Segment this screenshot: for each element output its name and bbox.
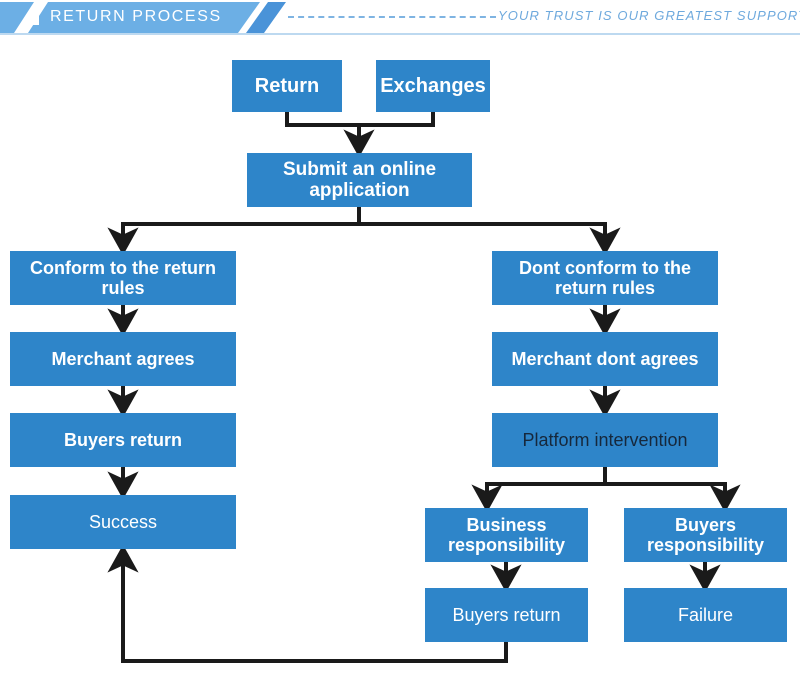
node-conform-return-rules[interactable]: Conform to the return rules [10,251,236,305]
header-dashed-line [288,16,496,18]
node-failure[interactable]: Failure [624,588,787,642]
node-buyers-return-right[interactable]: Buyers return [425,588,588,642]
edge-submit-to-conform [107,207,361,256]
node-buyers-return-left[interactable]: Buyers return [10,413,236,467]
node-platform-intervention[interactable]: Platform intervention [492,413,718,467]
node-business-responsibility[interactable]: Business responsibility [425,508,588,562]
node-buyers-responsibility[interactable]: Buyers responsibility [624,508,787,562]
header-divider [0,33,800,35]
node-dont-conform-return-rules[interactable]: Dont conform to the return rules [492,251,718,305]
header-tagline: YOUR TRUST IS OUR GREATEST SUPPORT [498,8,800,23]
banner-bullet-icon [33,10,39,25]
edge-exchanges-to-merge [359,112,435,127]
node-merchant-dont-agrees[interactable]: Merchant dont agrees [492,332,718,386]
edge-submit-to-dont-conform [359,222,621,256]
node-submit-application[interactable]: Submit an online application [247,153,472,207]
edge-platform-to-business-resp [471,467,607,513]
node-return[interactable]: Return [232,60,342,112]
node-exchanges[interactable]: Exchanges [376,60,490,112]
edge-return-to-submit [285,112,375,158]
node-success[interactable]: Success [10,495,236,549]
page-header: RETURN PROCESS YOUR TRUST IS OUR GREATES… [0,0,800,35]
page-title: RETURN PROCESS [50,8,222,25]
node-merchant-agrees[interactable]: Merchant agrees [10,332,236,386]
edge-platform-to-buyers-resp [605,482,741,513]
